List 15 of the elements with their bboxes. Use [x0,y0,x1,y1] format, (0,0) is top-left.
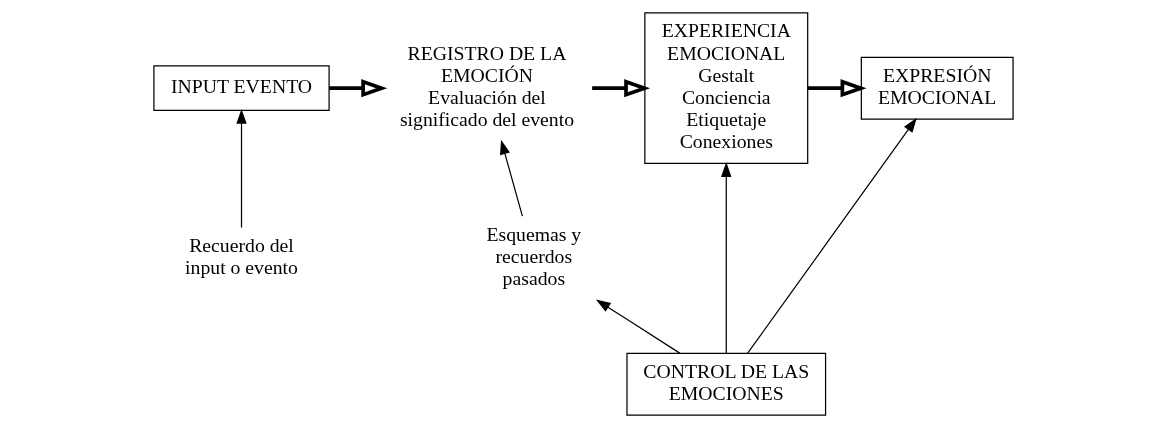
node-box: CONTROL DE LAS EMOCIONES [625,352,826,416]
node-box: EXPERIENCIA EMOCIONAL Gestalt Conciencia Etiquetaje Conexiones [643,12,808,165]
arrow [807,79,866,98]
arrow [595,299,680,354]
arrow [499,139,523,217]
node-text: REGISTRO DE LA EMOCIÓN Evaluación del significado del evento [399,41,574,131]
arrow [235,108,247,229]
node-box: INPUT EVENTO [152,65,330,111]
node-box: EXPRESIÓN EMOCIONAL [860,56,1014,120]
arrow [328,79,387,98]
arrow [591,79,650,98]
node-text: Esquemas y recuerdos pasados [485,222,581,290]
node-text: Recuerdo del input o evento [184,233,298,279]
arrow [746,117,917,354]
arrow [720,162,731,354]
